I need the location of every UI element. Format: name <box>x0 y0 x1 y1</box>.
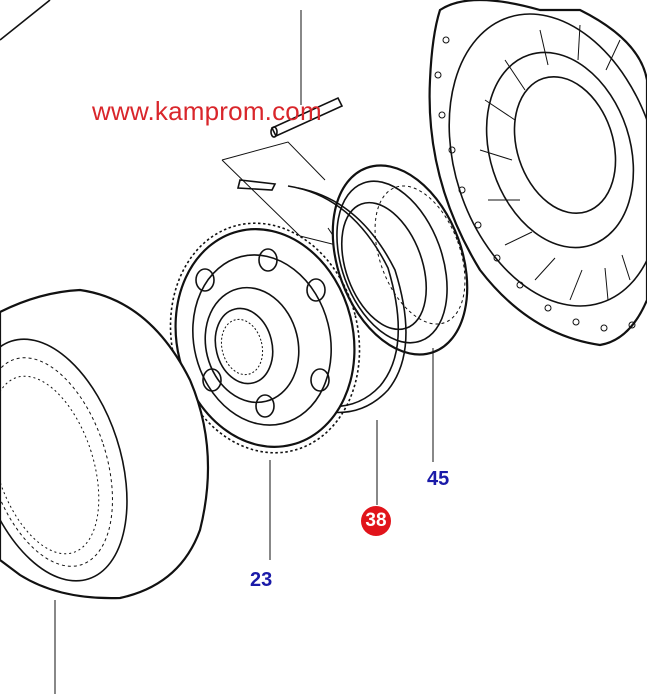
watermark-url: www.kamprom.com <box>92 96 322 126</box>
bearing-part <box>331 164 469 356</box>
edge-line <box>0 0 51 41</box>
callout-45: 45 <box>427 468 450 490</box>
callout-38-highlighted[interactable]: 38 <box>361 506 391 536</box>
carrier-gear-part <box>169 222 361 454</box>
ring-gear-part <box>0 288 210 600</box>
callout-23: 23 <box>250 569 273 591</box>
snap-ring-part <box>236 179 407 414</box>
housing-part <box>428 0 647 347</box>
pin-part <box>270 96 344 138</box>
